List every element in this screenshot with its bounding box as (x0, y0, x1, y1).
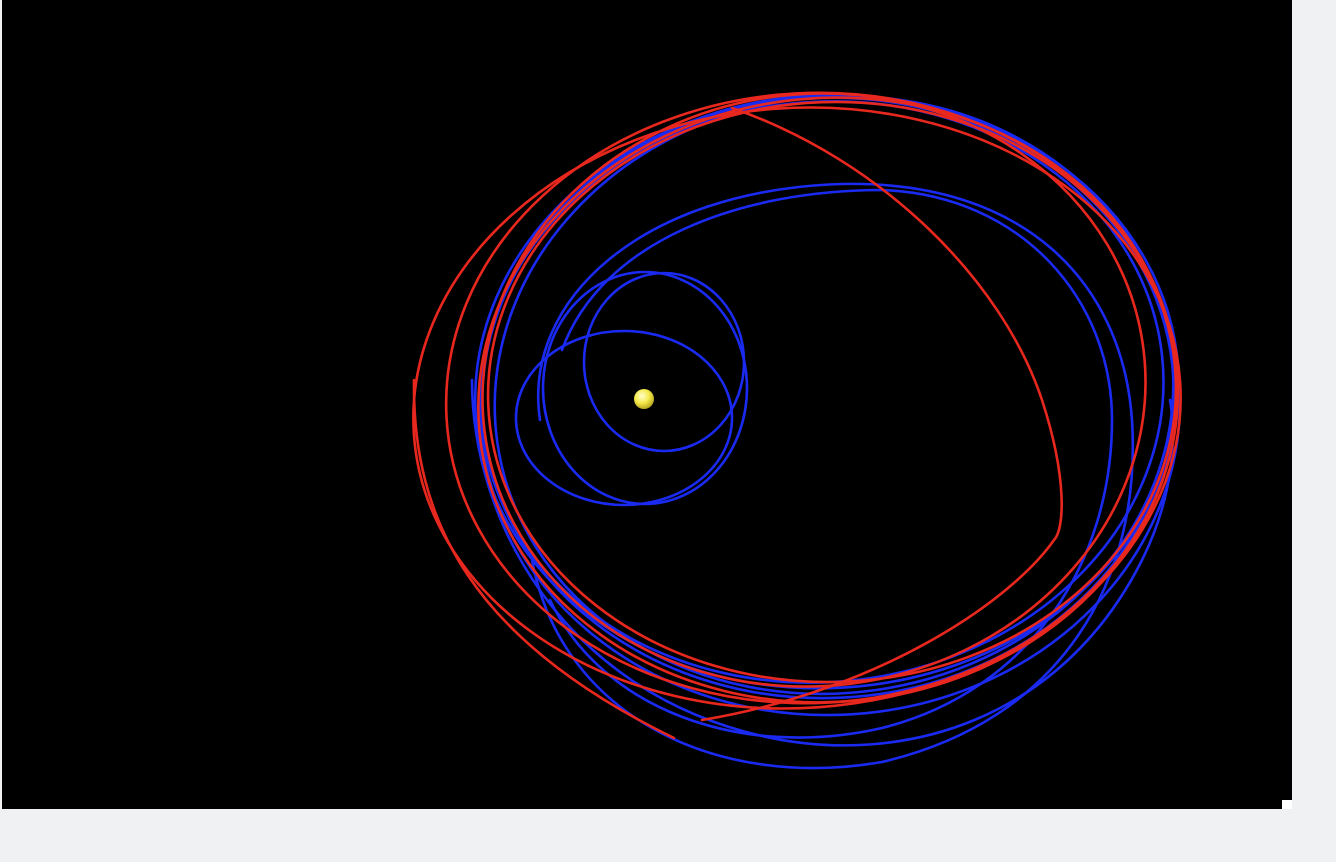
blue-outer-loop-1 (473, 94, 1181, 690)
red-loop-1 (412, 106, 1182, 710)
red-trailing-end (412, 378, 676, 740)
red-loop-2 (444, 91, 1180, 705)
right-gutter (1292, 0, 1336, 809)
blue-outer-tail (470, 378, 1175, 747)
blue-inner-loop-2 (514, 329, 734, 507)
red-loop-4 (481, 92, 1147, 688)
red-diagonal-arc (700, 106, 1063, 722)
sun-sphere-icon (634, 389, 654, 409)
orbit-visualization-canvas[interactable] (2, 0, 1292, 809)
trajectory-red (412, 91, 1182, 740)
blue-inner-loop-1 (582, 271, 746, 453)
blue-transfer-arc-1 (530, 182, 1135, 770)
viewport-corner-notch (1282, 800, 1292, 809)
red-loop-3 (477, 96, 1179, 704)
orbit-svg (412, 91, 1182, 770)
trajectory-blue (470, 93, 1182, 770)
blue-inner-loop-3 (541, 270, 749, 506)
